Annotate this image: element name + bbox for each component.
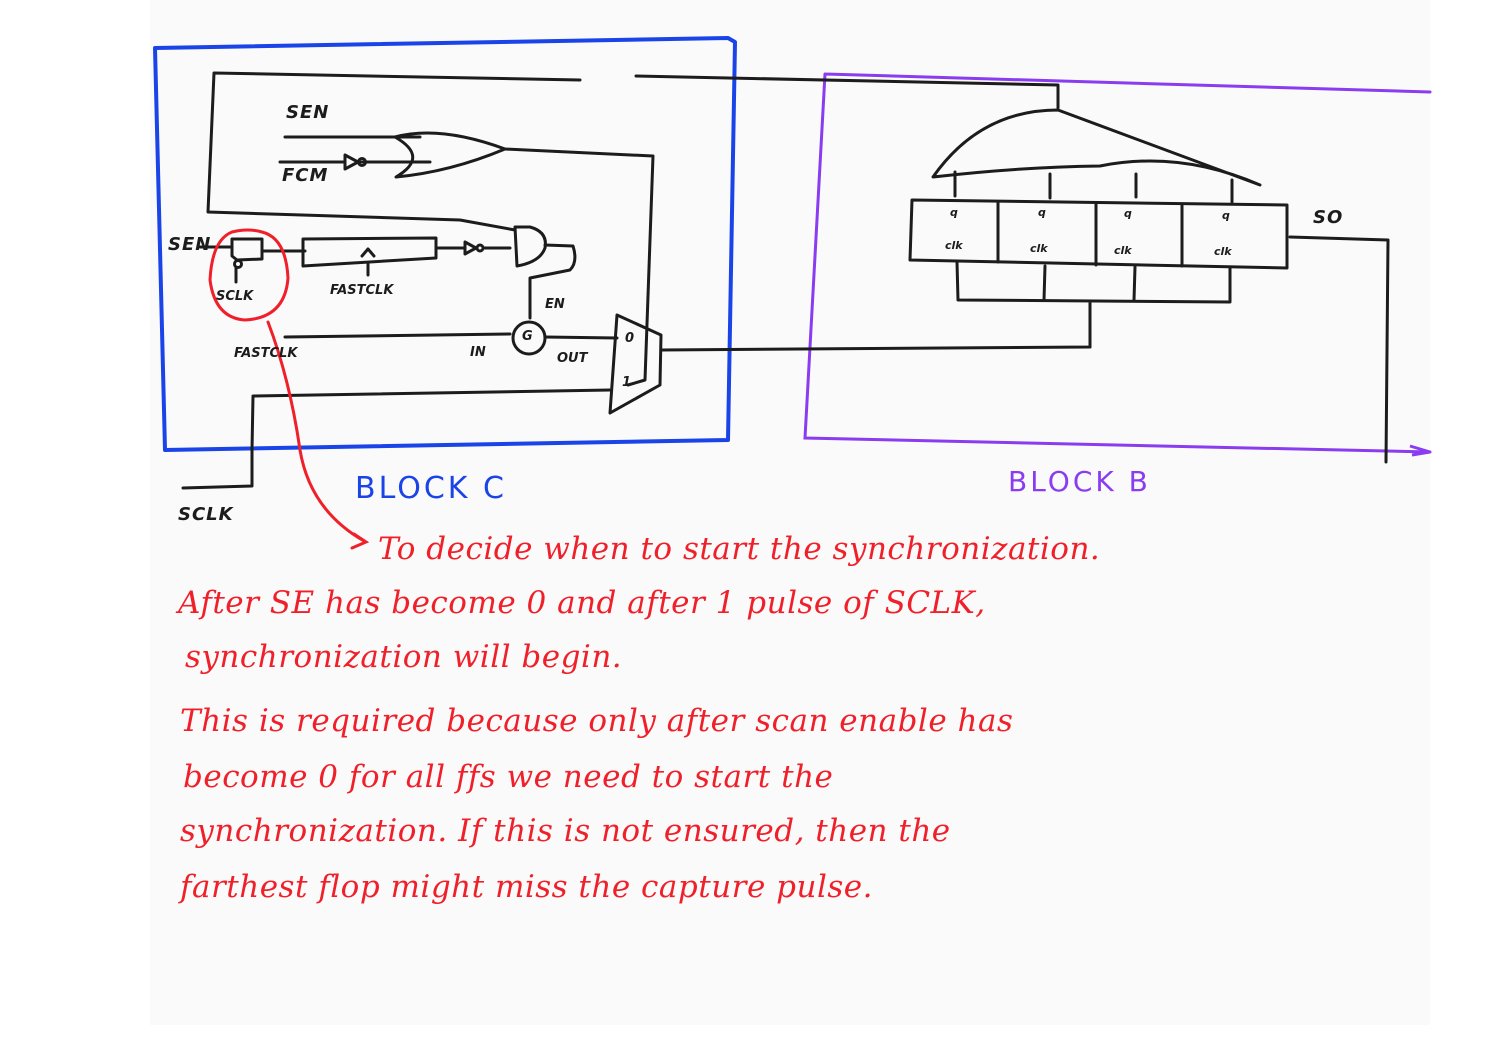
flop-3-clk-label: clk xyxy=(1114,244,1132,257)
gate-in-label: IN xyxy=(470,345,486,360)
highlight-circle xyxy=(208,228,290,322)
delay-chain xyxy=(301,236,438,268)
feedback-wire xyxy=(206,71,1060,232)
inverter-fcm xyxy=(343,153,360,171)
flop-chain xyxy=(908,198,1289,270)
annotation-arrow xyxy=(266,320,366,543)
annotation-line-5: become 0 for all ffs we need to start th… xyxy=(183,759,834,795)
block-c-border xyxy=(153,36,737,452)
block-b-title: BLOCK B xyxy=(1008,465,1151,498)
annotation-line-2: After SE has become 0 and after 1 pulse … xyxy=(178,585,986,621)
flop-input-sen-label: SEN xyxy=(168,234,212,255)
flop-3-q-label: q xyxy=(1124,207,1132,220)
or-tree xyxy=(931,108,1262,187)
mux xyxy=(608,313,663,415)
flop-4-q-label: q xyxy=(1222,209,1230,222)
flop-clock-label: SCLK xyxy=(216,289,254,304)
flop-1-q-label: q xyxy=(950,206,958,219)
annotation-line-4: This is required because only after scan… xyxy=(180,703,1014,739)
block-c-title: BLOCK C xyxy=(355,471,507,506)
annotation-line-7: farthest flop might miss the capture pul… xyxy=(180,869,874,905)
inverter-delay xyxy=(463,240,478,256)
flop-2-clk-label: clk xyxy=(1030,242,1048,255)
flop-1-clk-label: clk xyxy=(945,239,963,252)
sync-flop xyxy=(230,237,264,262)
and-gate xyxy=(513,225,547,268)
block-b-border xyxy=(803,72,1432,454)
mux-in0-label: 0 xyxy=(625,331,635,346)
annotation-line-1: To decide when to start the synchronizat… xyxy=(378,531,1101,567)
block-b-arrowhead xyxy=(1409,444,1431,457)
external-sclk-label: SCLK xyxy=(178,504,234,525)
shift-clock-label: FASTCLK xyxy=(330,283,394,298)
mux-in1-label: 1 xyxy=(622,375,632,390)
flop-4-clk-label: clk xyxy=(1214,245,1232,258)
or-input-sen-label: SEN xyxy=(286,102,330,123)
annotation-line-6: synchronization. If this is not ensured,… xyxy=(180,813,951,849)
or-input-fcm-label: FCM xyxy=(282,165,329,186)
scan-out-label: SO xyxy=(1313,207,1344,228)
gate-input-clock-label: FASTCLK xyxy=(234,346,298,361)
gate-out-label: OUT xyxy=(557,351,588,366)
gate-enable-label: EN xyxy=(545,297,565,312)
flop-2-q-label: q xyxy=(1038,206,1046,219)
gate-symbol-label: G xyxy=(522,329,533,344)
annotation-line-3: synchronization will begin. xyxy=(185,639,623,675)
or-gate xyxy=(393,131,507,179)
